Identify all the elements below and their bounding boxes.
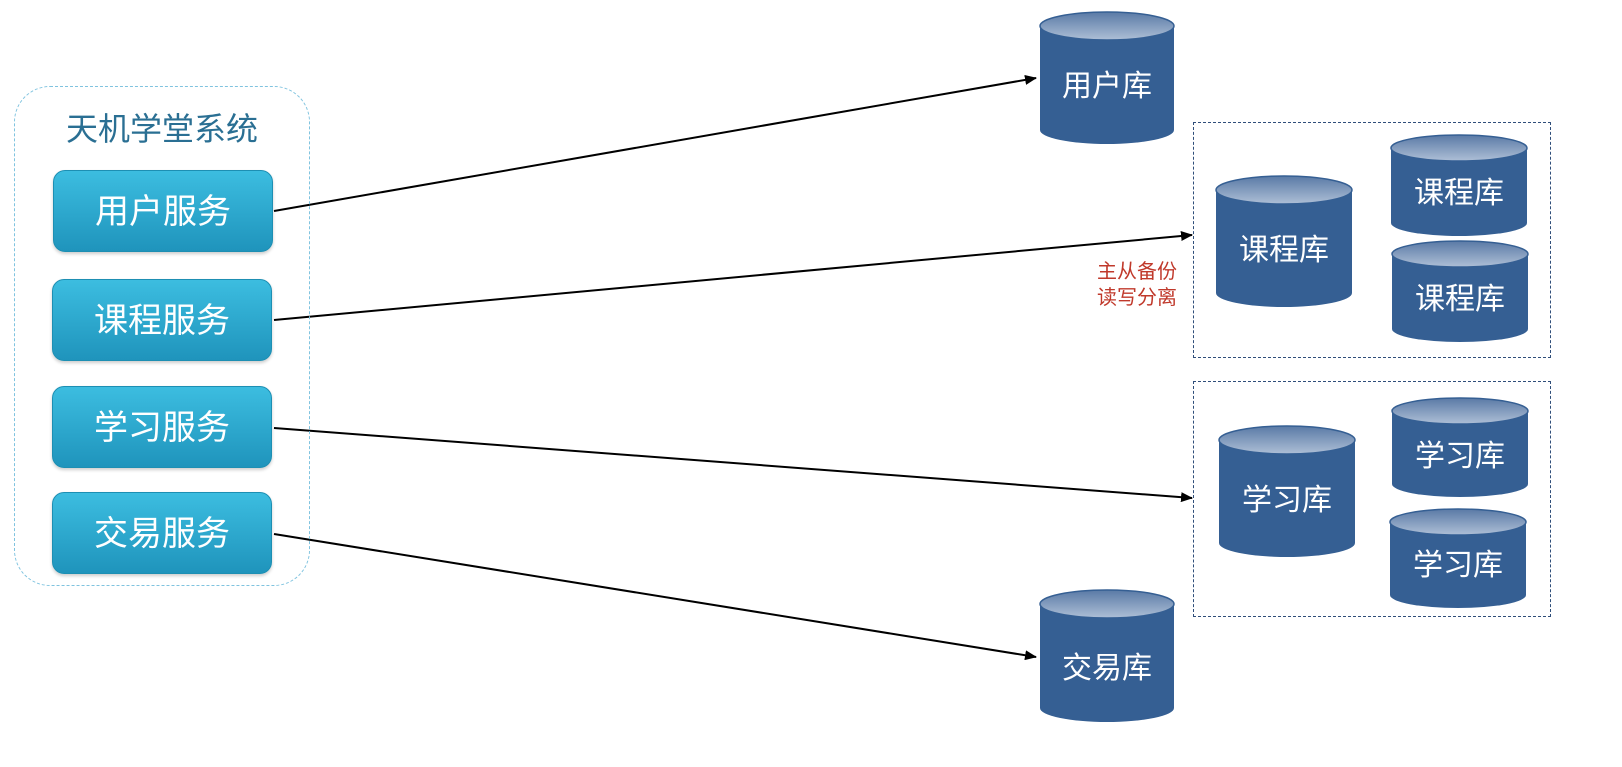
arrow-trade-service-to-trade-db [273,533,1037,661]
arrow-user-service-to-user-db [273,74,1037,212]
study-master-db-cylinder: 学习库 [1218,425,1356,557]
course-service: 课程服务 [52,279,272,361]
study-master-db-label: 学习库 [1242,483,1332,518]
user-db-cylinder: 用户库 [1039,11,1175,144]
course-slave-1-db-label: 课程库 [1414,176,1504,211]
system-title: 天机学堂系统 [65,110,258,148]
user-service: 用户服务 [53,170,273,252]
study-slave-2-db-label: 学习库 [1413,548,1503,583]
course-db-group [1193,122,1551,358]
note-line-1: 主从备份 [1097,259,1177,283]
user-db-label: 用户库 [1062,69,1152,104]
course-master-db-label: 课程库 [1239,233,1329,268]
study-service: 学习服务 [52,386,272,468]
course-slave-2-db-cylinder: 课程库 [1391,240,1529,342]
arrow-course-service-to-course-group [273,231,1193,321]
course-slave-2-db-label: 课程库 [1415,282,1505,317]
course-master-db-cylinder: 课程库 [1215,175,1353,307]
trade-db-cylinder: 交易库 [1039,589,1175,722]
trade-db-label: 交易库 [1062,651,1152,686]
replication-note: 主从备份 读写分离 [1097,258,1197,310]
trade-service: 交易服务 [52,492,272,574]
study-slave-1-db-label: 学习库 [1415,439,1505,474]
note-line-2: 读写分离 [1097,285,1177,309]
course-slave-1-db-cylinder: 课程库 [1390,134,1528,236]
system-container [14,86,310,586]
arrow-study-service-to-study-group [273,427,1193,503]
study-slave-1-db-cylinder: 学习库 [1391,397,1529,497]
study-slave-2-db-cylinder: 学习库 [1389,508,1527,608]
study-db-group [1193,381,1551,617]
